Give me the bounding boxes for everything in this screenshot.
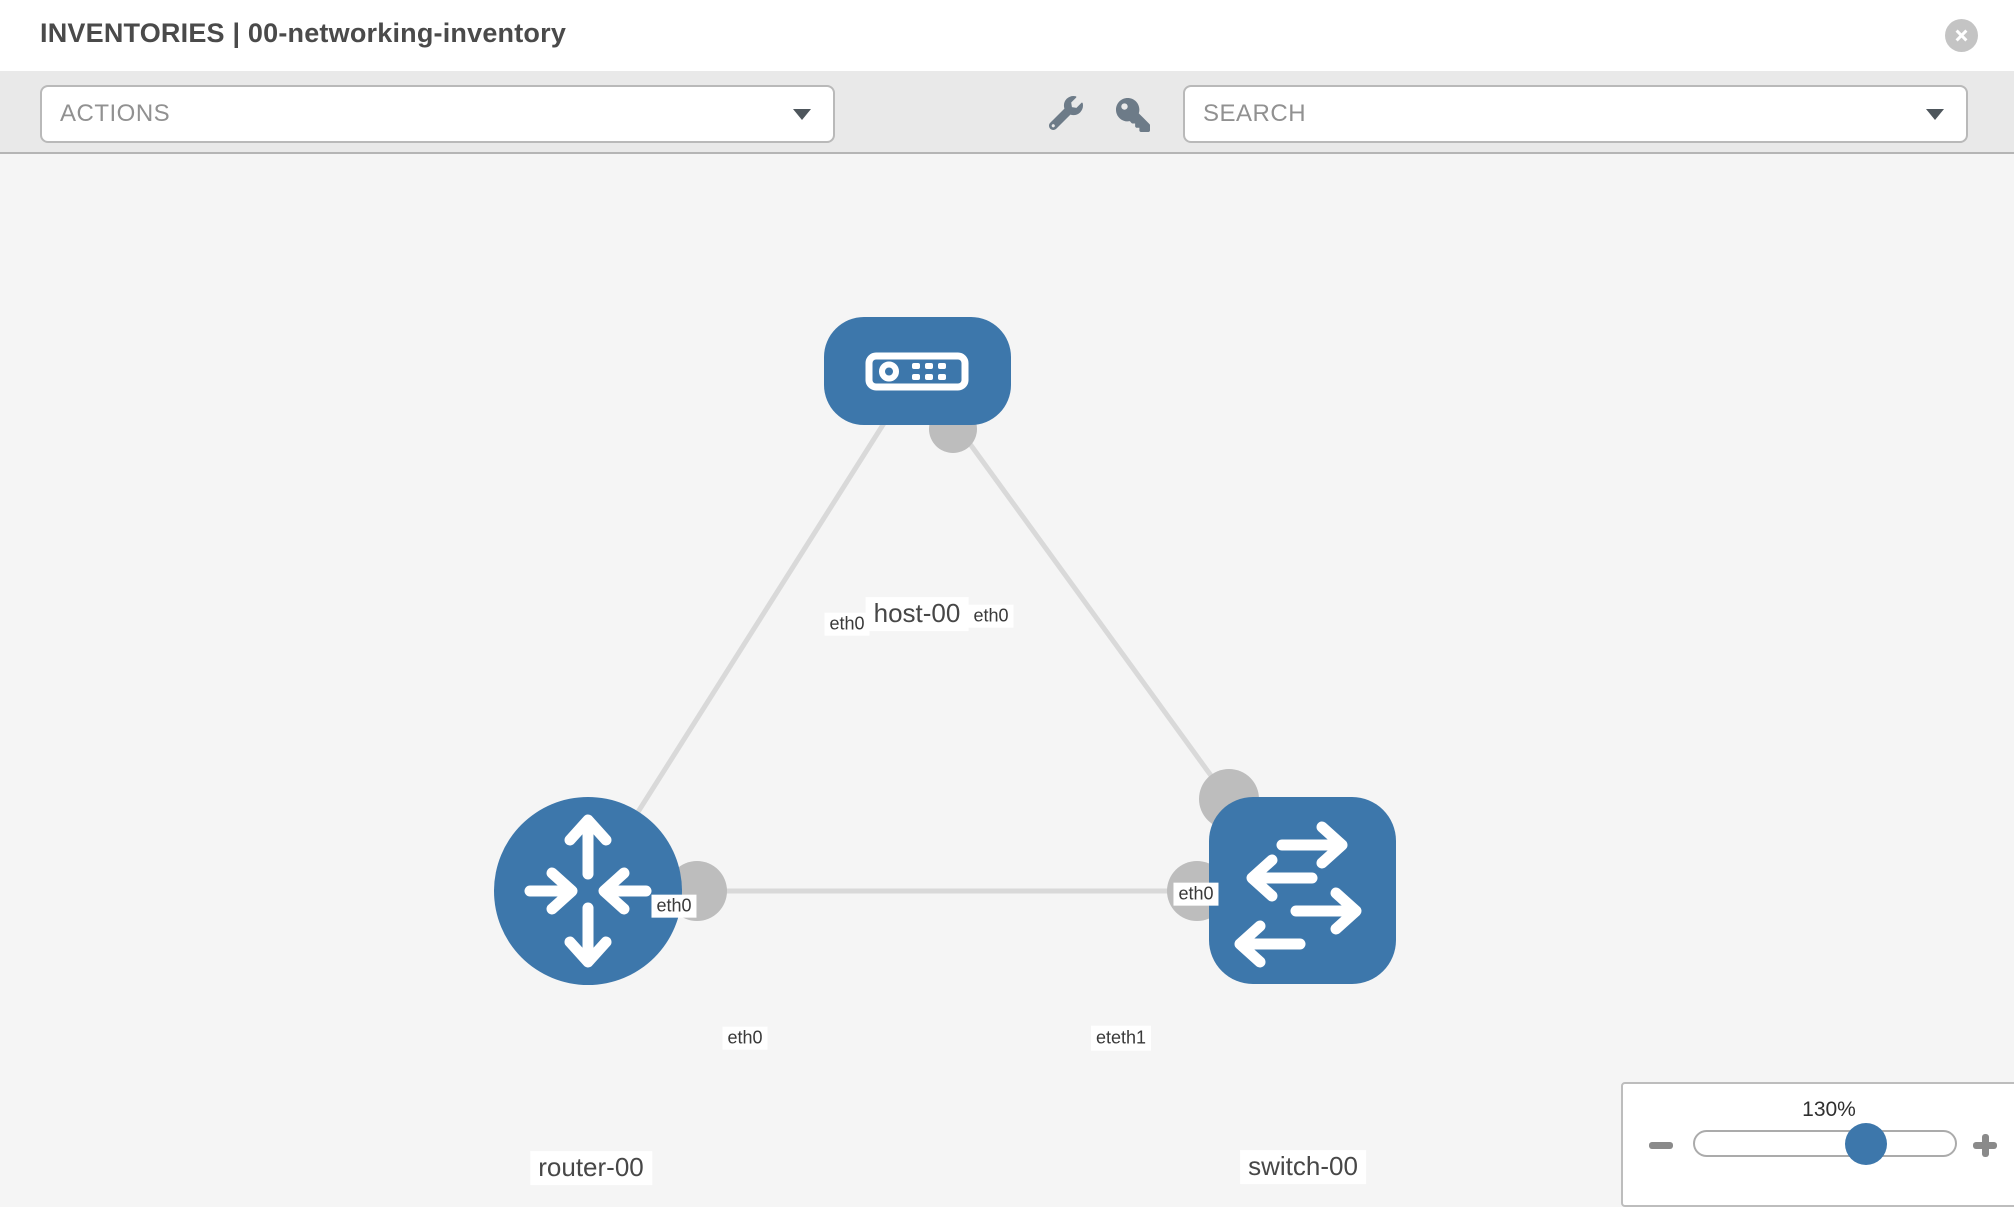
zoom-slider-thumb[interactable] xyxy=(1845,1123,1887,1165)
eth-label-mid-right-a: etl xyxy=(1095,1026,1115,1050)
node-switch-00[interactable] xyxy=(1209,797,1396,984)
eth-label-host-right: eth0 xyxy=(968,604,1014,628)
chevron-down-icon xyxy=(793,109,811,120)
topology-canvas[interactable]: host-00 router-00 switch-00 eth0 eth0 et… xyxy=(0,154,2014,1200)
interface-group xyxy=(667,405,1259,921)
eth-label-router-top: eth0 xyxy=(651,894,697,918)
switch-icon xyxy=(1234,821,1362,968)
wrench-icon[interactable] xyxy=(1046,93,1086,133)
x-glyph xyxy=(1955,29,1968,42)
eth-label-mid-right: etl eth1 xyxy=(1090,1025,1152,1051)
toolbar: ACTIONS SEARCH xyxy=(0,71,2014,154)
topology-graph xyxy=(494,317,1396,985)
actions-dropdown[interactable]: ACTIONS xyxy=(40,85,835,143)
link-group xyxy=(585,369,1250,894)
page-title: INVENTORIES | 00-networking-inventory xyxy=(40,18,567,48)
node-host-00[interactable] xyxy=(824,317,1011,425)
node-label-router: router-00 xyxy=(530,1151,652,1185)
key-glyph xyxy=(1116,98,1150,132)
router-icon xyxy=(524,814,652,968)
actions-dropdown-value: ACTIONS xyxy=(60,100,171,127)
key-icon[interactable] xyxy=(1113,95,1153,135)
wrench-glyph xyxy=(1049,96,1083,130)
search-dropdown[interactable]: SEARCH xyxy=(1183,85,1968,143)
node-label-switch: switch-00 xyxy=(1240,1150,1366,1184)
close-icon[interactable] xyxy=(1945,19,1978,52)
zoom-level: 130% xyxy=(1802,1098,1856,1121)
zoom-panel: 130% xyxy=(1621,1082,2014,1207)
node-router-00[interactable] xyxy=(494,797,682,985)
link-host-router[interactable] xyxy=(585,369,920,893)
eth-label-mid-left: eth0 xyxy=(722,1026,768,1050)
plus-icon[interactable] xyxy=(1973,1134,1999,1157)
eth-label-mid-right-b: eth1 xyxy=(1110,1026,1147,1050)
chevron-down-icon xyxy=(1926,109,1944,120)
minus-icon[interactable] xyxy=(1649,1136,1675,1154)
node-label-host: host-00 xyxy=(865,597,969,631)
host-icon xyxy=(865,352,969,391)
eth-label-switch-top: eth0 xyxy=(1173,882,1219,906)
header-bar: INVENTORIES | 00-networking-inventory xyxy=(0,0,2014,72)
eth-label-host-left: eth0 xyxy=(824,612,870,636)
search-dropdown-value: SEARCH xyxy=(1203,100,1307,127)
zoom-slider-track[interactable] xyxy=(1693,1130,1957,1157)
